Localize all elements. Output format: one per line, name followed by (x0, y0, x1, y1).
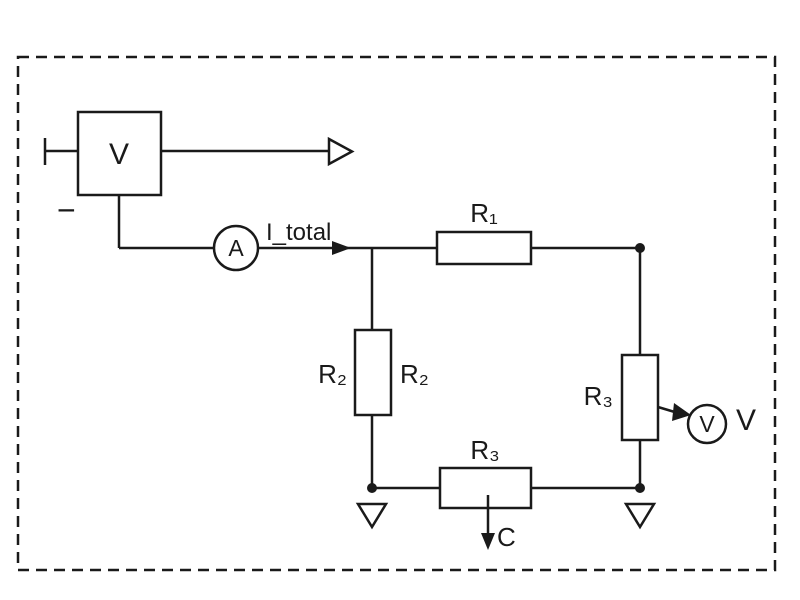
polarity-minus-label: − (57, 192, 76, 228)
voltmeter-label: V (699, 411, 715, 437)
voltmeter-reading-label: V (736, 404, 756, 437)
voltage-source-label: V (109, 138, 129, 171)
resistor-r2-left-label: R₂ (318, 359, 347, 389)
resistor-r1-box (435, 230, 533, 266)
dashed-border (16, 55, 777, 572)
voltage-source-box (76, 110, 163, 197)
resistor-r3-bottom-box (438, 466, 533, 510)
voltmeter-symbol (686, 403, 728, 445)
current-total-label: I_total (266, 219, 331, 246)
current-arrowhead-icon (332, 241, 351, 255)
open-arrowhead-icon (327, 136, 355, 167)
current-branch-label: C (497, 522, 516, 552)
resistor-r2-right-label: R₂ (400, 359, 429, 389)
c-arrowhead-icon (481, 533, 495, 550)
ground-right-icon (623, 502, 657, 530)
resistor-r3-right-box (620, 353, 660, 442)
ground-left-icon (355, 502, 389, 530)
resistor-r1-label: R₁ (470, 198, 498, 228)
resistor-r3-bottom-label: R₃ (470, 435, 499, 465)
voltmeter-arrowhead-icon (672, 403, 691, 421)
resistor-r2-box (353, 328, 393, 417)
ammeter-label: A (228, 235, 244, 261)
resistor-r3-right-label: R₃ (584, 381, 613, 411)
